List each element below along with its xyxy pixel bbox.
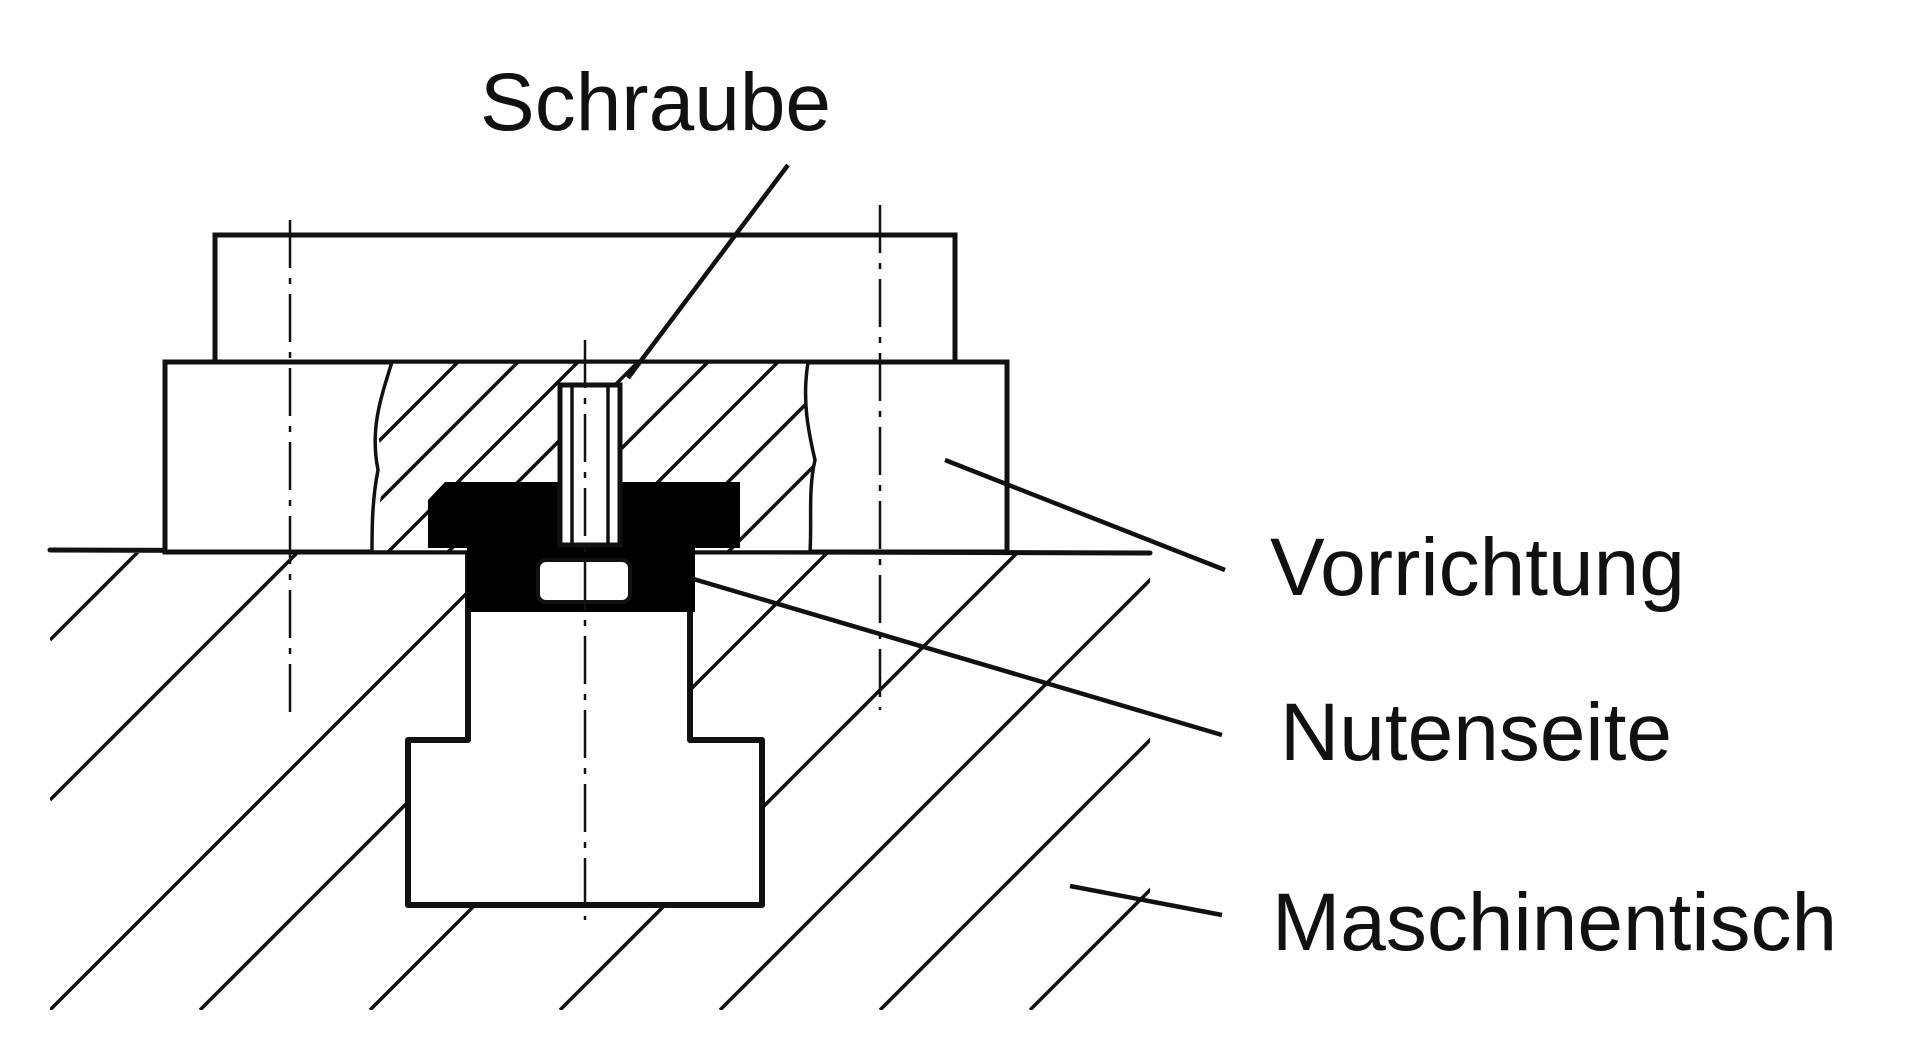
center-lines — [288, 205, 882, 920]
fixture-label: Vorrichtung — [1270, 522, 1685, 613]
screw-label: Schraube — [480, 57, 831, 148]
machine-table-label: Maschinentisch — [1272, 877, 1837, 968]
machine-table-leader — [1069, 883, 1223, 918]
slot-side-leader — [689, 575, 1223, 738]
screw-shank — [557, 382, 623, 548]
screw-leader — [626, 163, 790, 380]
slot-side-label: Nutenseite — [1280, 687, 1672, 778]
fixture-leader — [944, 457, 1226, 573]
